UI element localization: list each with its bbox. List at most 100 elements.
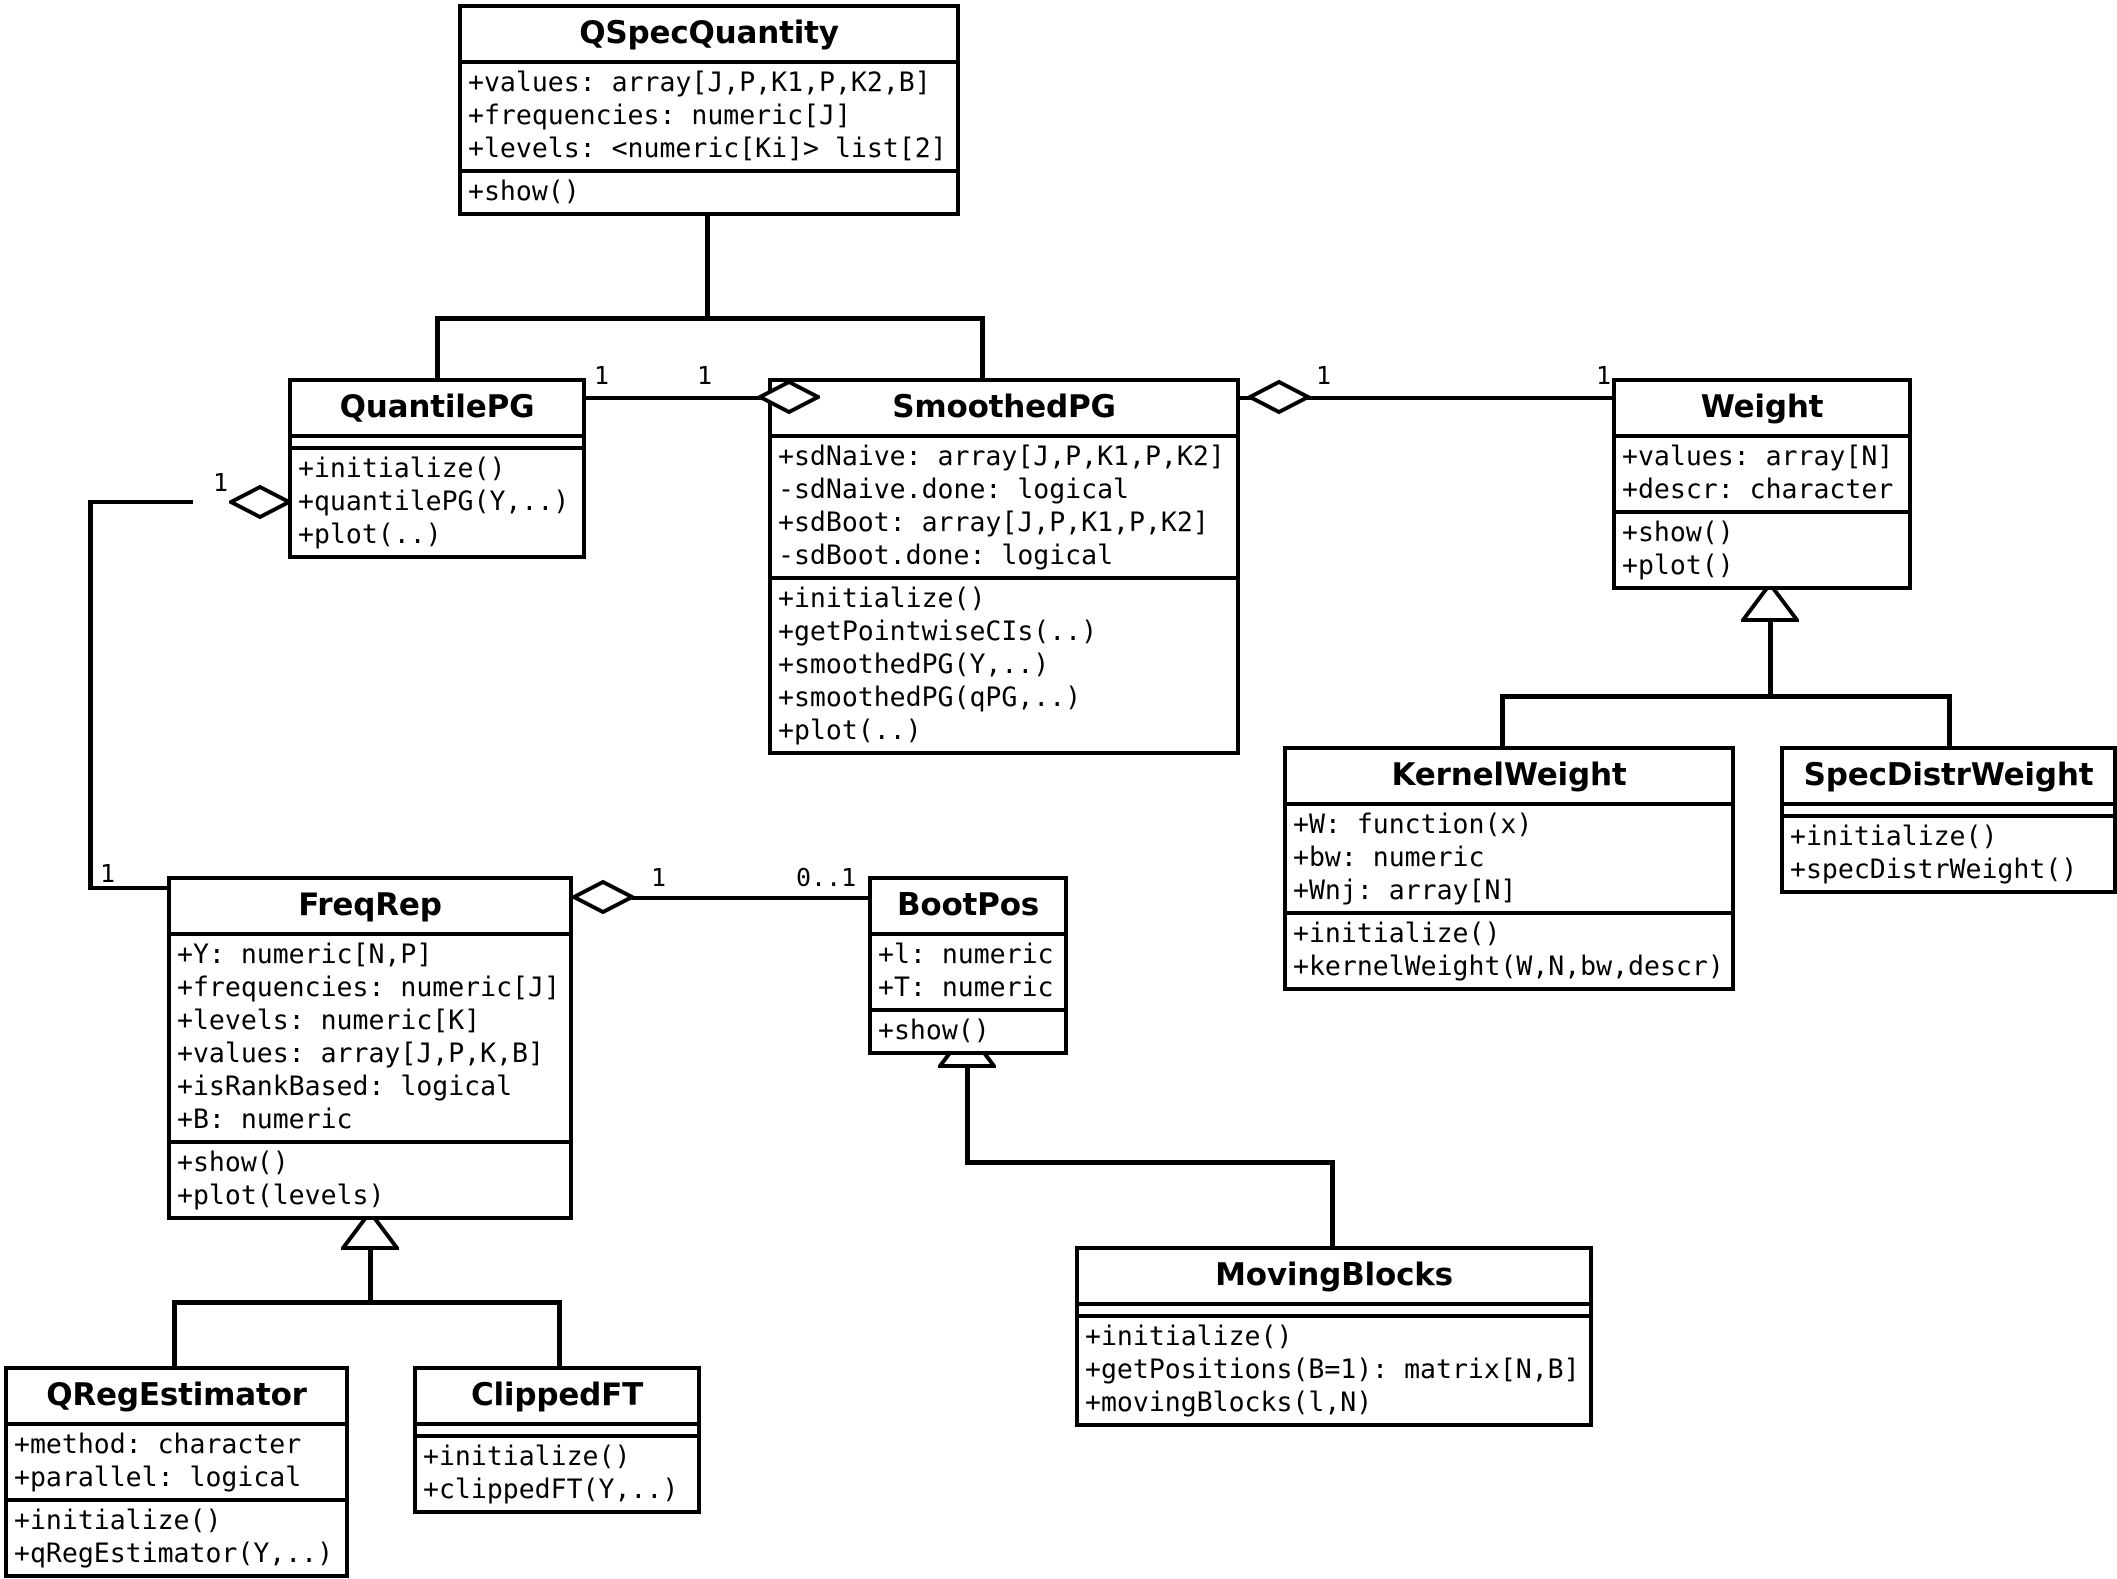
method-row: +specDistrWeight() <box>1790 854 2078 885</box>
method-row: +show() <box>1622 517 1734 548</box>
aggregation-diamond-smoothedpg-quantilepg <box>758 378 820 416</box>
method-row: +plot(..) <box>298 519 442 550</box>
class-box-clippedft[interactable]: ClippedFT +initialize() +clippedFT(Y,..) <box>413 1366 701 1514</box>
attributes-compartment-kernelweight: +W: function(x) +bw: numeric +Wnj: array… <box>1287 806 1731 911</box>
assoc-line-quantilepg-freqrep-v <box>88 500 93 890</box>
class-box-qregestimator[interactable]: QRegEstimator +method: character +parall… <box>4 1366 349 1578</box>
attribute-row: +values: array[J,P,K1,P,K2,B] <box>468 67 931 98</box>
methods-compartment-kernelweight: +initialize() +kernelWeight(W,N,bw,descr… <box>1287 915 1731 987</box>
class-name-smoothedpg: SmoothedPG <box>892 389 1116 425</box>
method-row: +smoothedPG(qPG,..) <box>778 682 1082 713</box>
attribute-row: -sdBoot.done: logical <box>778 540 1114 571</box>
multiplicity-smoothedpg-weight-dst: 1 <box>1596 361 1612 390</box>
attribute-row: +Y: numeric[N,P] <box>177 939 433 970</box>
gen-line-qspec-to-smoothedpg <box>980 316 985 378</box>
gen-line-freqrep-to-clippedft <box>557 1300 562 1368</box>
method-row: +initialize() <box>298 453 506 484</box>
compartment-divider <box>171 932 569 936</box>
methods-compartment-qspecquantity: +show() <box>462 173 956 212</box>
attributes-compartment-clippedft <box>417 1426 697 1434</box>
assoc-line-quantilepg-freqrep-bottom <box>88 886 168 890</box>
attributes-compartment-quantilepg <box>292 438 582 446</box>
gen-line-freqrep-bar <box>172 1300 562 1305</box>
method-row: +initialize() <box>1790 821 1998 852</box>
attribute-row: +isRankBased: logical <box>177 1071 513 1102</box>
method-row: +qRegEstimator(Y,..) <box>14 1538 334 1569</box>
gen-line-qspec-bar <box>435 316 985 321</box>
compartment-divider <box>8 1498 345 1502</box>
multiplicity-smoothedpg-weight-src: 1 <box>1316 361 1332 390</box>
method-row: +show() <box>878 1015 990 1046</box>
methods-compartment-smoothedpg: +initialize() +getPointwiseCIs(..) +smoo… <box>772 580 1236 751</box>
compartment-divider <box>1784 802 2113 806</box>
method-row: +plot(levels) <box>177 1180 385 1211</box>
compartment-divider <box>1287 802 1731 806</box>
attribute-row: +l: numeric <box>878 939 1054 970</box>
method-row: +initialize() <box>1085 1321 1293 1352</box>
method-row: +getPositions(B=1): matrix[N,B] <box>1085 1354 1580 1385</box>
methods-compartment-quantilepg: +initialize() +quantilePG(Y,..) +plot(..… <box>292 450 582 555</box>
method-row: +initialize() <box>778 583 986 614</box>
gen-line-weight-stub <box>1768 618 1773 698</box>
attributes-compartment-weight: +values: array[N] +descr: character <box>1616 438 1908 510</box>
attribute-row: +T: numeric <box>878 972 1054 1003</box>
class-box-freqrep[interactable]: FreqRep +Y: numeric[N,P] +frequencies: n… <box>167 876 573 1220</box>
multiplicity-quantilepg-smoothedpg-src: 1 <box>594 361 610 390</box>
attribute-row: +values: array[J,P,K,B] <box>177 1038 544 1069</box>
attribute-row: +frequencies: numeric[J] <box>177 972 560 1003</box>
compartment-divider <box>1616 434 1908 438</box>
class-box-bootpos[interactable]: BootPos +l: numeric +T: numeric +show() <box>868 876 1068 1055</box>
attributes-compartment-movingblocks <box>1079 1306 1589 1314</box>
compartment-divider <box>1616 510 1908 514</box>
method-row: +plot(..) <box>778 715 922 746</box>
method-row: +getPointwiseCIs(..) <box>778 616 1098 647</box>
attribute-row: +parallel: logical <box>14 1462 302 1493</box>
class-box-quantilepg[interactable]: QuantilePG +initialize() +quantilePG(Y,.… <box>288 378 586 559</box>
gen-line-bootpos-to-movingblocks <box>1330 1160 1335 1246</box>
attributes-compartment-smoothedpg: +sdNaive: array[J,P,K1,P,K2] -sdNaive.do… <box>772 438 1236 576</box>
class-name-clippedft: ClippedFT <box>470 1377 644 1413</box>
class-box-qspecquantity[interactable]: QSpecQuantity +values: array[J,P,K1,P,K2… <box>458 4 960 216</box>
method-row: +initialize() <box>423 1441 631 1472</box>
class-box-specdistrweight[interactable]: SpecDistrWeight +initialize() +specDistr… <box>1780 746 2117 894</box>
compartment-divider <box>872 932 1064 936</box>
class-box-weight[interactable]: Weight +values: array[N] +descr: charact… <box>1612 378 1912 590</box>
compartment-divider <box>171 1140 569 1144</box>
compartment-divider <box>462 60 956 64</box>
compartment-divider <box>8 1422 345 1426</box>
class-name-movingblocks: MovingBlocks <box>1215 1257 1453 1293</box>
method-row: +quantilePG(Y,..) <box>298 486 570 517</box>
attribute-row: +method: character <box>14 1429 302 1460</box>
class-box-smoothedpg[interactable]: SmoothedPG +sdNaive: array[J,P,K1,P,K2] … <box>768 378 1240 755</box>
method-row: +clippedFT(Y,..) <box>423 1474 679 1505</box>
class-name-kernelweight: KernelWeight <box>1391 757 1627 793</box>
attributes-compartment-qspecquantity: +values: array[J,P,K1,P,K2,B] +frequenci… <box>462 64 956 169</box>
methods-compartment-movingblocks: +initialize() +getPositions(B=1): matrix… <box>1079 1318 1589 1423</box>
multiplicity-freqrep-bootpos-src: 1 <box>651 863 667 892</box>
class-box-movingblocks[interactable]: MovingBlocks +initialize() +getPositions… <box>1075 1246 1593 1427</box>
class-name-qspecquantity: QSpecQuantity <box>579 15 839 51</box>
methods-compartment-qregestimator: +initialize() +qRegEstimator(Y,..) <box>8 1502 345 1574</box>
attribute-row: +sdNaive: array[J,P,K1,P,K2] <box>778 441 1225 472</box>
attributes-compartment-freqrep: +Y: numeric[N,P] +frequencies: numeric[J… <box>171 936 569 1140</box>
assoc-line-quantilepg-freqrep-top <box>88 500 193 504</box>
compartment-divider <box>772 434 1236 438</box>
attribute-row: +sdBoot: array[J,P,K1,P,K2] <box>778 507 1209 538</box>
gen-line-qspec-to-quantilepg <box>435 316 440 378</box>
attribute-row: +values: array[N] <box>1622 441 1894 472</box>
aggregation-diamond-freqrep-bootpos <box>572 878 634 916</box>
aggregation-diamond-quantilepg-freqrep <box>229 483 291 521</box>
methods-compartment-bootpos: +show() <box>872 1012 1064 1051</box>
class-name-weight: Weight <box>1700 389 1824 425</box>
method-row: +kernelWeight(W,N,bw,descr) <box>1293 951 1724 982</box>
compartment-divider <box>292 434 582 438</box>
class-box-kernelweight[interactable]: KernelWeight +W: function(x) +bw: numeri… <box>1283 746 1735 991</box>
gen-line-weight-bar <box>1500 694 1952 699</box>
compartment-divider <box>1784 814 2113 818</box>
multiplicity-quantilepg-smoothedpg-dst: 1 <box>697 361 713 390</box>
attribute-row: +bw: numeric <box>1293 842 1485 873</box>
compartment-divider <box>1079 1314 1589 1318</box>
attribute-row: +W: function(x) <box>1293 809 1533 840</box>
attribute-row: +levels: <numeric[Ki]> list[2] <box>468 133 947 164</box>
